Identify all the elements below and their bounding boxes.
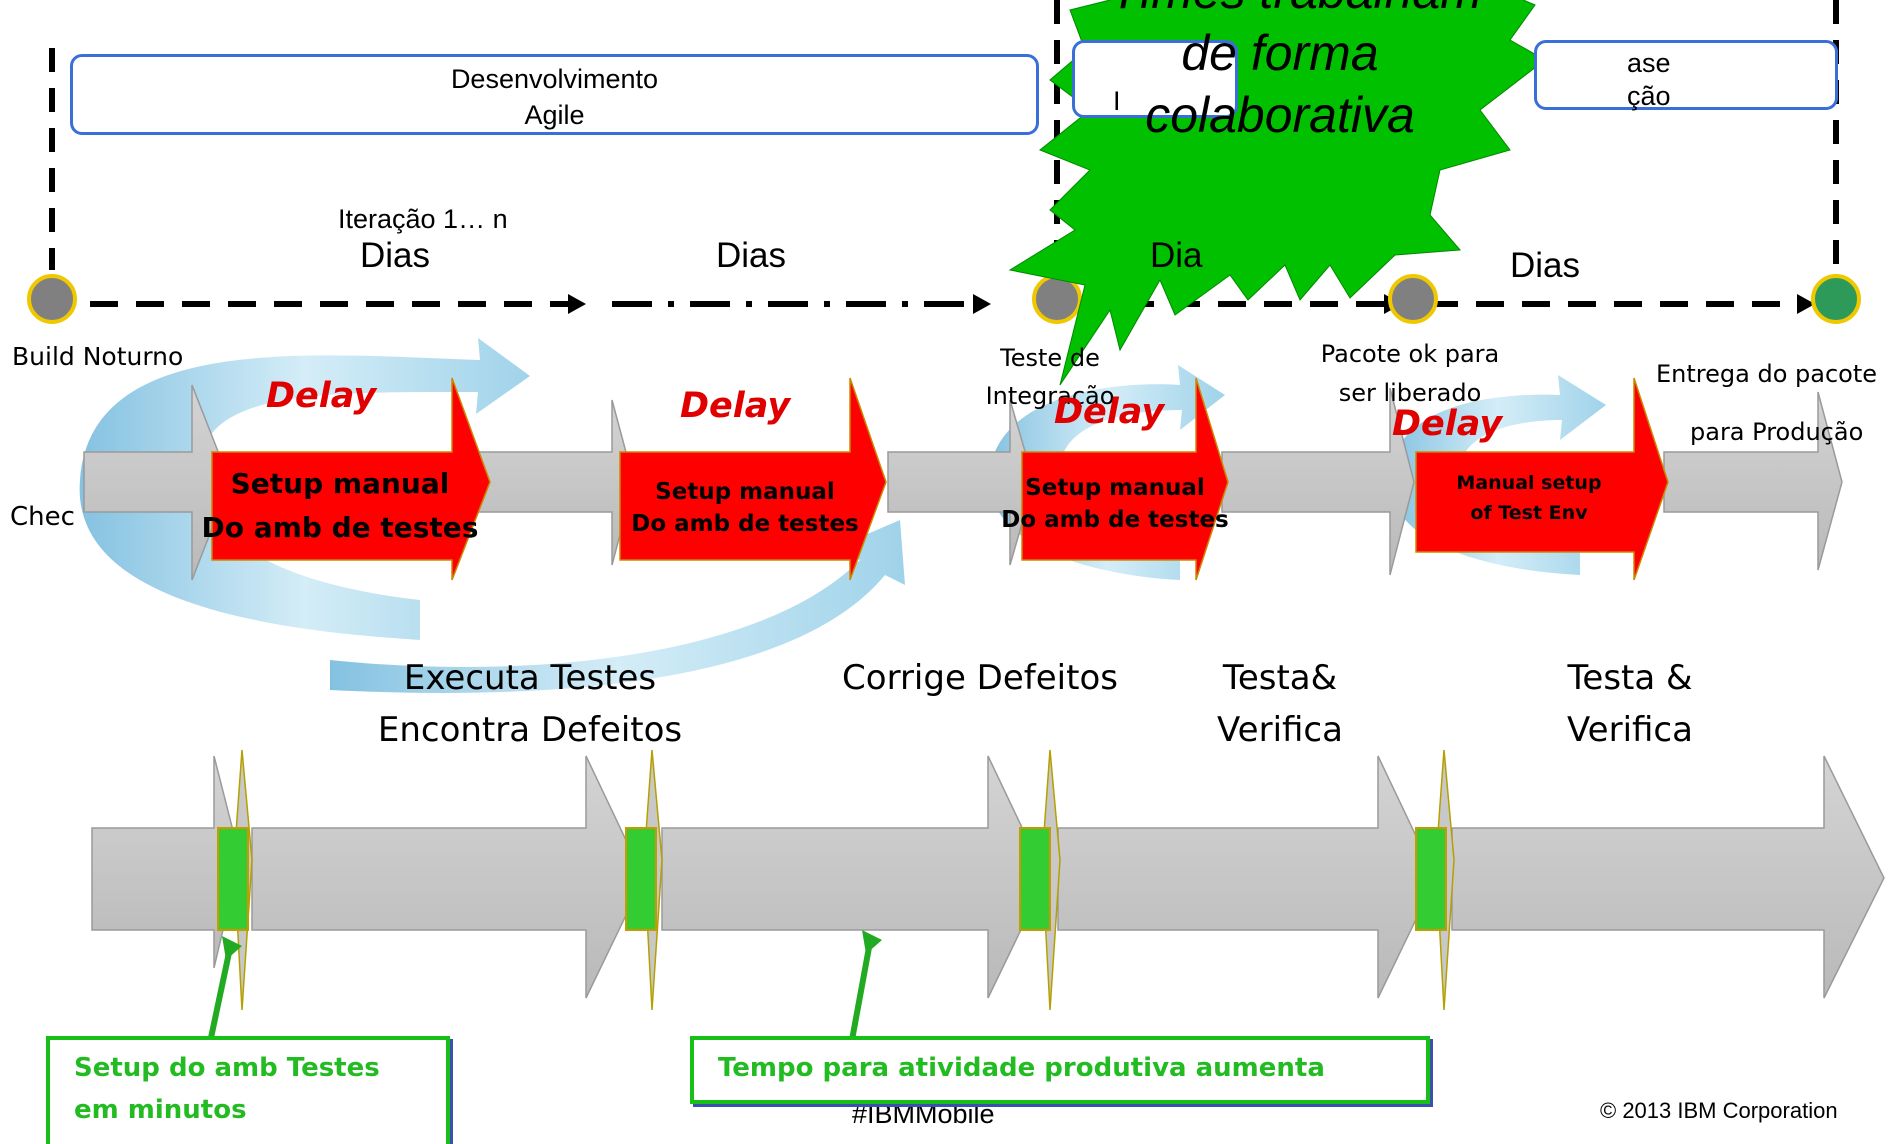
gray-arrow-after-2 — [661, 755, 1047, 999]
red-arrow-3 — [1021, 377, 1229, 581]
activity-3-line1: Testa& — [1222, 658, 1338, 698]
gray-arrow-5 — [1663, 391, 1843, 571]
setup-step-4-line1: Manual setup — [1456, 472, 1602, 494]
gray-arrow-after-4 — [1451, 755, 1885, 999]
duration-label-2: Dias — [716, 236, 787, 275]
milestone-label-build: Build Noturno — [12, 342, 184, 371]
delay-label-2: Delay — [680, 386, 791, 426]
callout-productive: Tempo para atividade produtiva aumenta — [690, 1036, 1430, 1104]
activity-4-line1: Testa & — [1567, 658, 1693, 698]
milestone-entrega — [1811, 274, 1861, 324]
activity-4-line2: Verifica — [1567, 710, 1693, 750]
green-block-1 — [217, 827, 249, 931]
red-arrow-4 — [1415, 377, 1669, 581]
duration-label-1: Dias — [360, 236, 431, 275]
green-block-4 — [1415, 827, 1447, 931]
callout-setup-line1: Setup do amb Testes — [74, 1053, 380, 1083]
milestone-label-entrega-2: para Produção — [1690, 418, 1864, 446]
phase-partial-right-1: ase — [1627, 48, 1671, 78]
phase-title-line1: Desenvolvimento — [450, 64, 659, 94]
milestone-label-pacote-1: Pacote ok para — [1320, 340, 1500, 368]
green-block-2 — [625, 827, 657, 931]
milestone-label-integration-1: Teste de — [1000, 344, 1100, 372]
starburst-line3: colaborativa — [1145, 87, 1415, 143]
red-setup-arrows — [211, 377, 1669, 581]
activity-1-line2: Encontra Defeitos — [377, 710, 683, 750]
callout-setup-line2: em minutos — [74, 1095, 247, 1125]
footer-copyright: © 2013 IBM Corporation — [1600, 1098, 1838, 1123]
phase-title-line2: Agile — [524, 100, 585, 130]
setup-step-1-line1: Setup manual — [230, 467, 450, 500]
red-arrow-1 — [211, 377, 491, 581]
cycle-arrow-2 — [330, 520, 905, 693]
milestones — [27, 274, 1861, 324]
gray-arrow-2 — [475, 399, 635, 566]
milestone-label-entrega-1: Entrega do pacote — [1656, 360, 1878, 388]
starburst-line1: Times trabalham — [1110, 0, 1482, 22]
footer-hashtag: #IBMMobile — [852, 1099, 995, 1129]
callout-productive-text: Tempo para atividade produtiva aumenta — [718, 1053, 1325, 1083]
gray-arrow-after-3 — [1057, 755, 1437, 999]
milestone-build-noturno — [27, 274, 77, 324]
setup-step-3-line2: Do amb de testes — [1001, 507, 1229, 533]
milestone-label-integration-2: Integração — [985, 382, 1115, 410]
duration-label-3: Dia — [1150, 236, 1203, 275]
phase-partial-left: I — [1113, 86, 1121, 116]
gray-arrow-4 — [1221, 387, 1415, 576]
milestone-pacote-ok — [1388, 274, 1438, 324]
callout-setup: Setup do amb Testes em minutos — [46, 1036, 450, 1144]
delay-label-3: Delay — [1054, 392, 1165, 432]
gray-arrow-after-1 — [251, 755, 645, 999]
setup-step-2-line1: Setup manual — [655, 479, 835, 505]
setup-step-1-line2: Do amb de testes — [201, 511, 479, 544]
setup-step-3-line1: Setup manual — [1025, 475, 1205, 501]
phase-partial-right-2: ção — [1627, 81, 1671, 111]
start-label: Chec — [10, 502, 75, 532]
activity-1-line1: Executa Testes — [403, 658, 657, 698]
red-arrow-2 — [619, 377, 887, 581]
delay-label-4: Delay — [1392, 404, 1503, 444]
green-block-3 — [1019, 827, 1051, 931]
activity-3-line2: Verifica — [1217, 710, 1343, 750]
iteration-label: Iteração 1… n — [338, 204, 508, 234]
gray-arrow-1 — [83, 384, 231, 581]
pointer-arrows — [205, 930, 882, 1053]
activity-2-line1: Corrige Defeitos — [842, 658, 1118, 698]
phase-box-integration: I — [1072, 40, 1238, 118]
duration-label-4: Dias — [1510, 246, 1581, 285]
phase-box-agile: Desenvolvimento Agile — [70, 54, 1039, 135]
setup-step-2-line2: Do amb de testes — [631, 511, 859, 537]
phase-box-release: ase ção — [1534, 40, 1838, 111]
milestone-label-pacote-2: ser liberado — [1338, 379, 1482, 407]
gray-arrows-before — [83, 384, 1843, 581]
setup-step-4-line2: of Test Env — [1470, 502, 1588, 524]
gray-arrows-after — [91, 755, 1885, 999]
delay-label-1: Delay — [266, 376, 377, 416]
starburst-line2: de forma — [1181, 25, 1379, 81]
green-setup-blocks — [217, 827, 1447, 931]
